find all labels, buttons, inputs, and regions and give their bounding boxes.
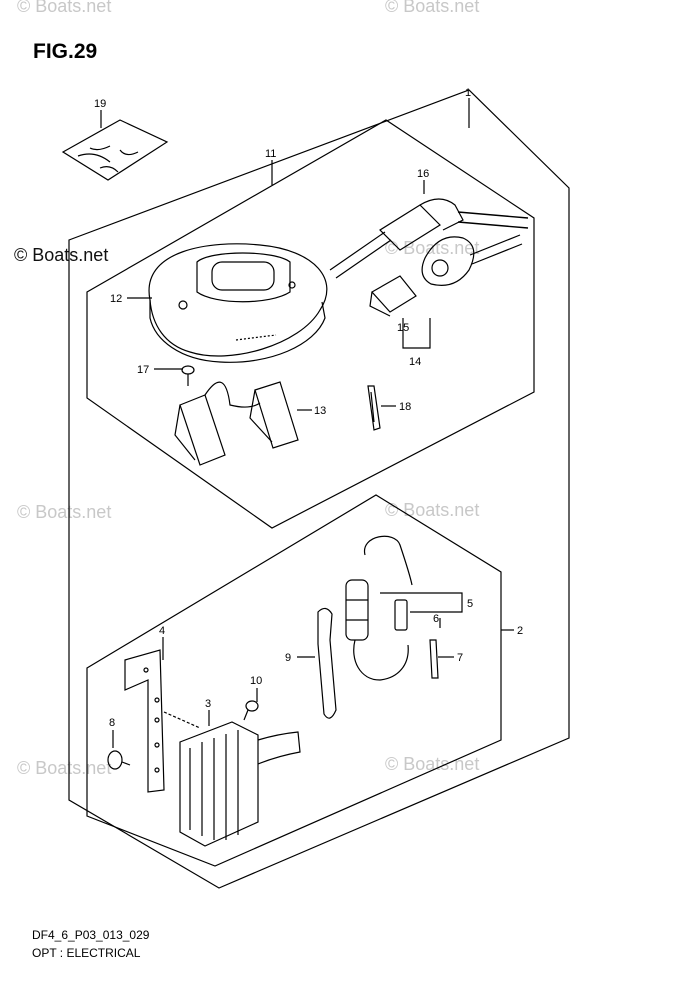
plate-part-4 bbox=[124, 649, 201, 793]
watermark: © Boats.net bbox=[385, 0, 480, 16]
callout-1: 1 bbox=[465, 87, 471, 99]
diagram-code: DF4_6_P03_013_029 bbox=[32, 928, 150, 942]
assembly-outline-11 bbox=[86, 119, 535, 529]
bolt-part-8 bbox=[107, 750, 131, 770]
pickup-part-13 bbox=[174, 381, 299, 466]
figure-title: FIG.29 bbox=[33, 40, 98, 63]
callout-15: 15 bbox=[397, 322, 409, 334]
callout-5: 5 bbox=[467, 598, 473, 610]
diagram-description: OPT : ELECTRICAL bbox=[32, 946, 141, 960]
rectifier-part-3 bbox=[179, 721, 301, 847]
callout-19: 19 bbox=[94, 98, 106, 110]
callout-2: 2 bbox=[517, 625, 523, 637]
connector-part-15 bbox=[369, 275, 417, 317]
callout-12: 12 bbox=[110, 293, 122, 305]
watermark: © Boats.net bbox=[17, 0, 112, 16]
callout-14: 14 bbox=[409, 356, 421, 368]
clip-part-7 bbox=[429, 639, 439, 679]
watermark: © Boats.net bbox=[385, 754, 480, 774]
callout-17: 17 bbox=[137, 364, 149, 376]
watermark: © Boats.net bbox=[17, 502, 112, 522]
fuse-part-6 bbox=[394, 599, 408, 631]
clip-part-18 bbox=[367, 385, 381, 431]
callout-3: 3 bbox=[205, 698, 211, 710]
bag-part-19 bbox=[61, 119, 169, 181]
assembly-outline-1 bbox=[68, 89, 570, 889]
connector-part-16 bbox=[329, 198, 529, 279]
callout-11: 11 bbox=[265, 148, 276, 160]
callout-9: 9 bbox=[285, 652, 291, 664]
screw-part-17 bbox=[181, 365, 195, 386]
fuse-holder-part-5 bbox=[345, 535, 413, 681]
bracket-part-9 bbox=[317, 607, 337, 719]
callout-16: 16 bbox=[417, 168, 429, 180]
bolt-part-10 bbox=[243, 700, 259, 721]
callout-4: 4 bbox=[159, 625, 165, 637]
callout-13: 13 bbox=[314, 405, 326, 417]
callout-8: 8 bbox=[109, 717, 115, 729]
callout-6: 6 bbox=[433, 613, 439, 625]
connector-part-14 bbox=[421, 234, 523, 286]
callout-7: 7 bbox=[457, 652, 463, 664]
callout-18: 18 bbox=[399, 401, 411, 413]
stator-part-12 bbox=[148, 243, 328, 363]
watermark-dark: © Boats.net bbox=[14, 245, 109, 265]
callout-10: 10 bbox=[250, 675, 262, 687]
watermark: © Boats.net bbox=[17, 758, 112, 778]
assembly-outline-2 bbox=[86, 494, 502, 867]
